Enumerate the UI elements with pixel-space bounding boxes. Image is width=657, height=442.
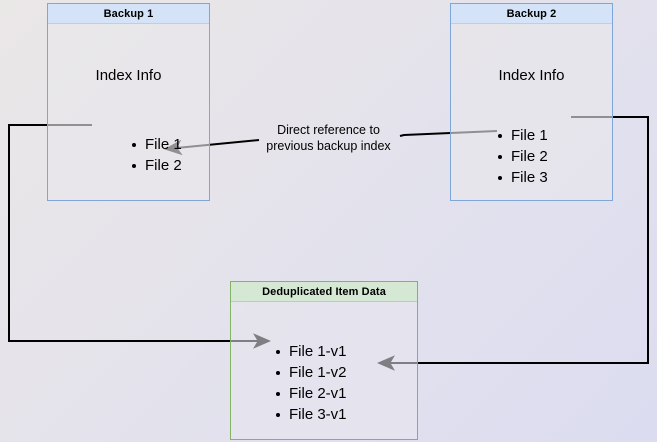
backup-1-title: Backup 1 xyxy=(103,7,154,20)
deduplicated-title: Deduplicated Item Data xyxy=(262,285,386,298)
list-item: File 2 xyxy=(495,146,548,167)
backup-2-title: Backup 2 xyxy=(506,7,557,20)
backup-2-file-list: File 1 File 2 File 3 xyxy=(495,125,548,188)
backup-2-body: Index Info File 1 File 2 File 3 xyxy=(450,23,613,201)
backup-1-body: Index Info File 1 File 2 xyxy=(47,23,210,201)
list-item: File 1-v2 xyxy=(273,362,347,383)
list-item: File 1-v1 xyxy=(273,341,347,362)
backup-1-box[interactable]: Backup 1 Index Info File 1 File 2 xyxy=(47,3,210,201)
list-item: File 1 xyxy=(129,134,182,155)
list-item: File 3 xyxy=(495,167,548,188)
backup-1-index-info-label: Index Info xyxy=(95,67,162,84)
backup-2-index-info-label: Index Info xyxy=(498,67,565,84)
direct-reference-label: Direct reference to previous backup inde… xyxy=(266,123,391,153)
backup-1-file-list: File 1 File 2 xyxy=(129,134,182,176)
list-item: File 1 xyxy=(495,125,548,146)
backup-2-box[interactable]: Backup 2 Index Info File 1 File 2 File 3 xyxy=(450,3,613,201)
list-item: File 2 xyxy=(129,155,182,176)
deduplicated-file-list: File 1-v1 File 1-v2 File 2-v1 File 3-v1 xyxy=(273,341,347,425)
list-item: File 3-v1 xyxy=(273,404,347,425)
backup-1-header: Backup 1 xyxy=(47,3,210,24)
deduplicated-body: File 1-v1 File 1-v2 File 2-v1 File 3-v1 xyxy=(230,301,418,440)
backup-2-header: Backup 2 xyxy=(450,3,613,24)
deduplicated-header: Deduplicated Item Data xyxy=(230,281,418,302)
list-item: File 2-v1 xyxy=(273,383,347,404)
deduplicated-item-data-box[interactable]: Deduplicated Item Data File 1-v1 File 1-… xyxy=(230,281,418,440)
